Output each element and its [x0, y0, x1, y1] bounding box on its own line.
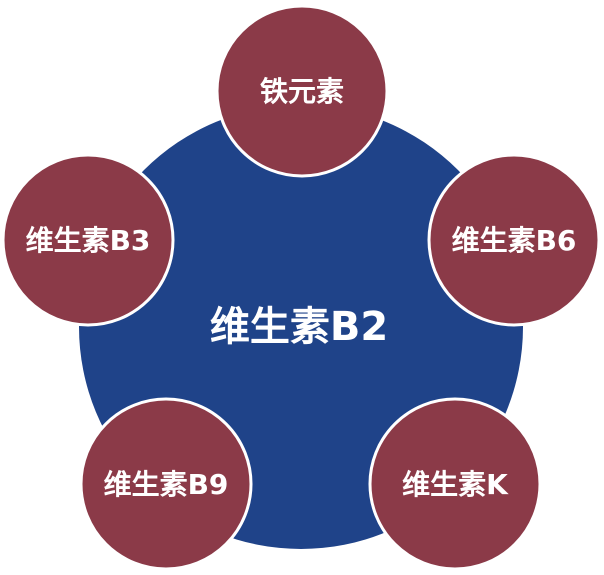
satellite-node-b6: 维生素B6 — [427, 153, 601, 327]
satellite-node-b3: 维生素B3 — [1, 153, 175, 327]
satellite-node-iron: 铁元素 — [215, 4, 389, 178]
satellite-circle-k — [368, 397, 542, 571]
satellite-label-b9: 维生素B9 — [104, 468, 229, 501]
satellite-circle-b9 — [79, 397, 253, 571]
satellite-node-b9: 维生素B9 — [79, 397, 253, 571]
satellite-circle-b6 — [427, 153, 601, 327]
satellite-label-b6: 维生素B6 — [452, 224, 577, 257]
satellite-circle-b3 — [1, 153, 175, 327]
satellite-label-iron: 铁元素 — [260, 75, 344, 108]
satellite-label-b3: 维生素B3 — [26, 224, 151, 257]
satellite-label-k: 维生素K — [402, 468, 509, 501]
satellite-node-k: 维生素K — [368, 397, 542, 571]
center-label: 维生素B2 — [210, 304, 388, 350]
satellite-circle-iron — [215, 4, 389, 178]
